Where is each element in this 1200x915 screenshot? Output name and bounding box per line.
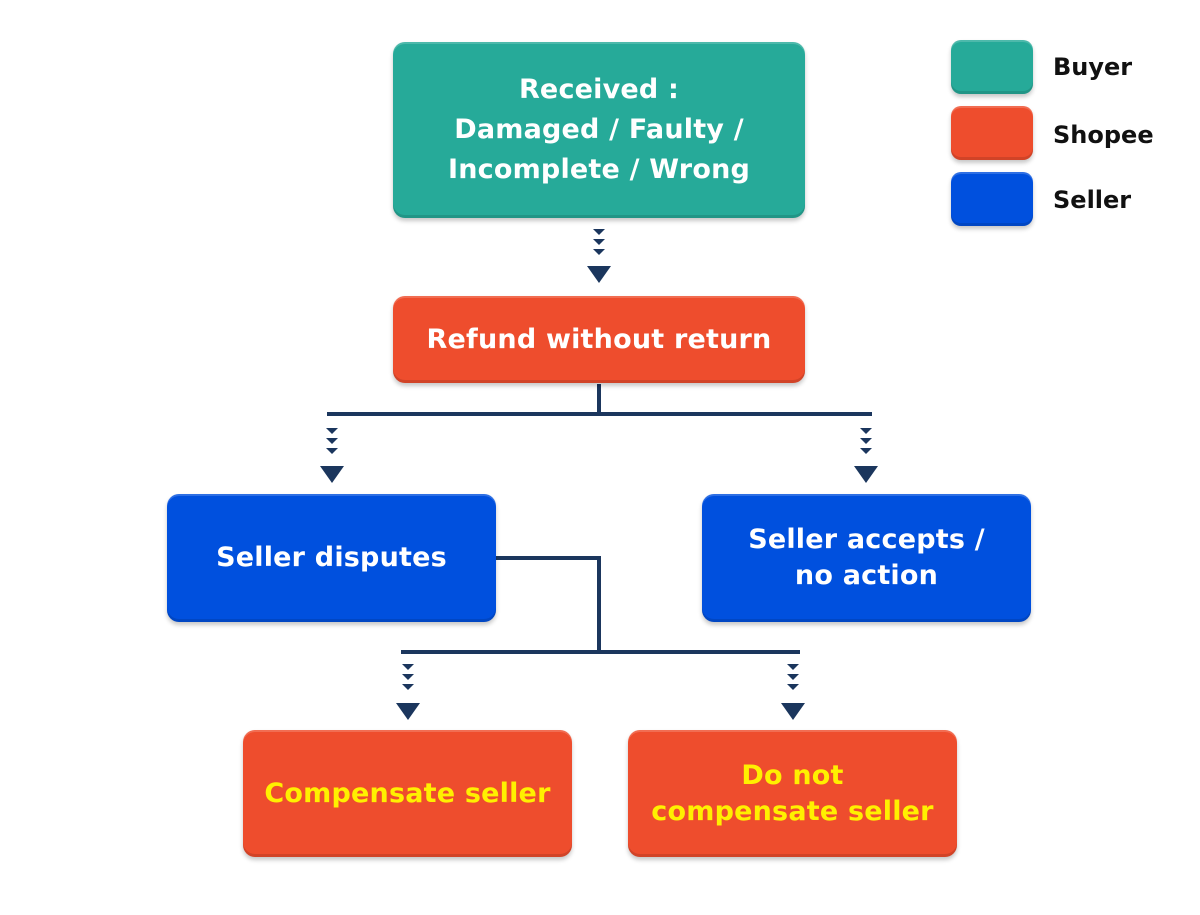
- edge-seller-disputes-branch: [401, 556, 800, 654]
- edge-seller-disputes-to-no-compensate: [781, 664, 805, 720]
- node-no-compensate-label: Do not compensate seller: [651, 759, 934, 827]
- node-received: Received : Damaged / Faulty / Incomplete…: [393, 42, 805, 218]
- node-received-label: Received : Damaged / Faulty / Incomplete…: [447, 74, 751, 185]
- node-do-not-compensate-seller: Do not compensate seller: [628, 730, 957, 857]
- edge-refund-to-seller-disputes: [320, 428, 344, 483]
- legend-swatch-seller: [951, 172, 1033, 226]
- legend-label-seller: Seller: [1053, 186, 1132, 214]
- edge-received-to-refund: [587, 229, 611, 283]
- edge-refund-to-seller-accepts: [854, 428, 878, 483]
- edge-seller-disputes-to-compensate: [396, 664, 420, 720]
- legend-swatch-shopee: [951, 106, 1033, 160]
- node-compensate-seller: Compensate seller: [243, 730, 572, 857]
- node-refund-label: Refund without return: [426, 323, 772, 355]
- legend-swatch-buyer: [951, 40, 1033, 94]
- node-compensate-label: Compensate seller: [264, 777, 551, 809]
- node-seller-accepts: Seller accepts / no action: [702, 494, 1031, 622]
- legend-label-buyer: Buyer: [1053, 53, 1133, 81]
- node-refund-without-return: Refund without return: [393, 296, 805, 383]
- node-seller-accepts-label: Seller accepts / no action: [748, 524, 985, 591]
- node-seller-disputes: Seller disputes: [167, 494, 496, 622]
- edge-refund-branch: [327, 384, 872, 416]
- legend-label-shopee: Shopee: [1053, 121, 1154, 149]
- node-seller-disputes-label: Seller disputes: [216, 542, 447, 573]
